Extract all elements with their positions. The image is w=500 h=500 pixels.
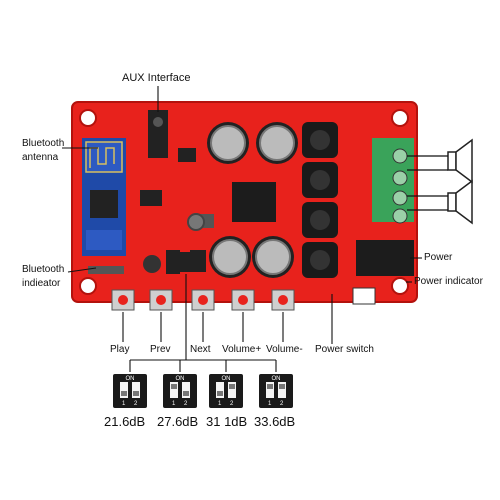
dip-switch-1 [266,382,274,398]
dip-switch-2 [182,382,190,398]
button-label-prev: Prev [150,344,171,355]
capacitor-top-2 [256,122,298,164]
speaker-wires [407,155,448,211]
inductor-3 [302,202,338,238]
aux-jack [148,110,168,158]
capacitor-bottom-1 [209,236,251,278]
button-label-next: Next [190,344,211,355]
dip-on-label: ON [271,376,281,382]
power-switch-part [352,287,376,305]
dip-on-label: ON [175,376,185,382]
board-dip-switch [178,252,198,272]
push-buttons [111,289,295,311]
button-label-volume-up: Volume+ [222,344,262,355]
bluetooth-indicator-label-line1: Bluetooth [22,264,65,275]
dip-switch-2 [228,382,236,398]
gain-label-4: 33.6dB [254,414,296,429]
mounting-hole-icon [79,109,409,295]
inductor-1 [302,122,338,158]
button-label-volume-down: Volume- [266,344,303,355]
gain-label-2: 27.6dB [157,414,199,429]
inductor-4 [302,242,338,278]
gain-label-3: 31 1dB [206,414,248,429]
power-indicator-label: Power indicator [414,276,483,287]
dip-on-label: ON [125,376,135,382]
power-label: Power [424,252,453,263]
gain-label-1: 21.6dB [104,414,146,429]
speaker-icon [447,138,473,225]
bluetooth-indicator-label-line2: indieator [22,278,61,289]
capacitor-top-1 [207,122,249,164]
speaker-terminal-block [372,138,414,224]
dip-switch-1 [216,382,224,398]
dip-switch-1 [120,382,128,398]
dip-switch-2 [132,382,140,398]
aux-interface-label: AUX Interface [122,72,191,84]
dip-on-label: ON [221,376,231,382]
button-label-play: Play [110,344,130,355]
power-switch-label: Power switch [315,344,374,355]
inductor-2 [302,162,338,198]
capacitor-bottom-2 [252,236,294,278]
dip-switch-1 [170,382,178,398]
power-jack [356,240,414,276]
bluetooth-module [82,138,126,256]
dip-switch-2 [278,382,286,398]
callout-lines [62,86,422,372]
bluetooth-antenna-label-line2: antenna [22,152,59,163]
bluetooth-antenna-label-line1: Bluetooth [22,138,65,149]
amplifier-chip [232,182,276,222]
